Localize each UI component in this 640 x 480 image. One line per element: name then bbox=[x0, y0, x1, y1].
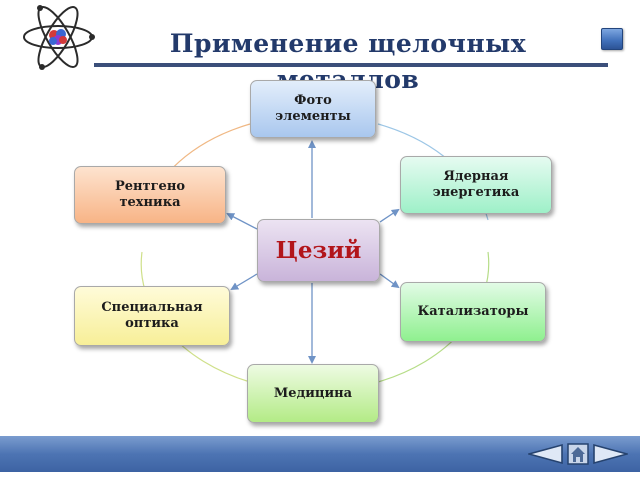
atom-icon bbox=[23, 5, 95, 70]
node-photo-line-2: элементы bbox=[275, 109, 351, 124]
node-center-cesium: Цезий bbox=[257, 219, 380, 282]
arrow-to-optics bbox=[230, 273, 258, 291]
node-optics-line-1: Специальная bbox=[101, 300, 203, 315]
title-underline bbox=[94, 63, 608, 67]
node-center-label: Цезий bbox=[275, 236, 362, 264]
arrow-to-xray bbox=[226, 213, 258, 230]
node-nuclear-energy: Ядерная энергетика bbox=[400, 156, 552, 214]
right-arrow-icon[interactable] bbox=[592, 443, 628, 465]
node-optics-line-2: оптика bbox=[125, 316, 179, 331]
node-photo-elements: Фото элементы bbox=[250, 80, 376, 138]
page-title: Применение щелочных металлов bbox=[169, 29, 527, 94]
node-catalyst-label: Катализаторы bbox=[417, 304, 529, 319]
footer-bottom-strip bbox=[0, 472, 640, 480]
node-xray-tech: Рентгено техника bbox=[74, 166, 226, 224]
node-medicine-label: Медицина bbox=[273, 385, 353, 401]
node-nuclear-line-2: энергетика bbox=[432, 185, 520, 200]
slide-menu-button[interactable] bbox=[601, 28, 623, 50]
node-nuclear-line-1: Ядерная bbox=[443, 169, 509, 184]
arrow-to-catalyst bbox=[379, 273, 400, 289]
node-catalysts: Катализаторы bbox=[400, 282, 546, 342]
node-photo-line-1: Фото bbox=[294, 93, 332, 108]
node-special-optics: Специальная оптика bbox=[74, 286, 230, 346]
node-xray-line-1: Рентгено bbox=[114, 179, 186, 194]
node-xray-line-2: техника bbox=[119, 195, 181, 210]
home-icon[interactable] bbox=[567, 443, 589, 465]
arrow-to-nuclear bbox=[379, 208, 400, 223]
left-arrow-icon[interactable] bbox=[528, 443, 564, 465]
node-medicine: Медицина bbox=[247, 364, 379, 423]
